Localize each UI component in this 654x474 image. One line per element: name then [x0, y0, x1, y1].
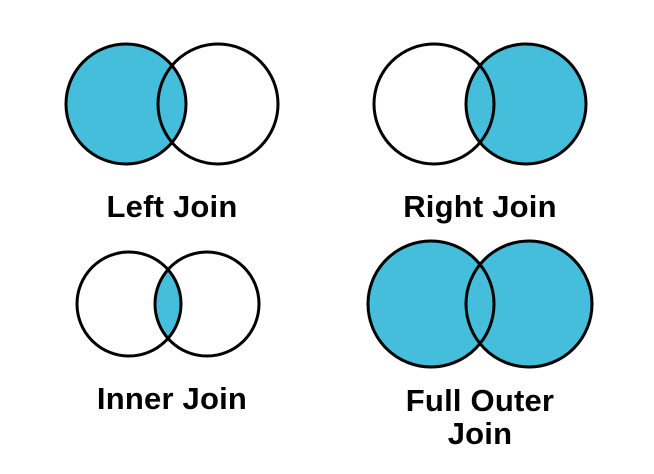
- left-circle-outline: [64, 42, 188, 166]
- diagram-inner-join: Inner Join: [22, 240, 322, 415]
- right-circle-outline: [156, 42, 280, 166]
- left-circle-fill: [368, 241, 494, 367]
- right-circle-fill: [158, 44, 278, 164]
- venn-right-join-svg: [372, 42, 588, 166]
- left-circle-fill: [77, 252, 181, 356]
- left-circle-fill: [66, 44, 186, 164]
- right-circle-fill: [466, 241, 592, 367]
- diagram-left-join: Left Join: [22, 30, 322, 223]
- right-circle-fill: [466, 44, 586, 164]
- left-circle-outline: [75, 250, 183, 358]
- venn-inner-join: [67, 240, 277, 368]
- venn-inner-join-svg: [75, 250, 261, 358]
- left-circle-fill: [374, 44, 494, 164]
- right-circle-outline: [153, 250, 261, 358]
- right-circle-outline: [464, 42, 588, 166]
- caption-left-join: Left Join: [106, 189, 238, 224]
- venn-full-outer-join: [365, 238, 595, 370]
- venn-full-outer-join-svg: [366, 239, 594, 369]
- right-circle-fill: [155, 252, 259, 356]
- left-circle-outline: [372, 42, 496, 166]
- caption-full-outer-join: Full Outer Join: [405, 383, 555, 452]
- right-circle-outline: [464, 239, 594, 369]
- venn-left-join: [57, 30, 287, 178]
- venn-right-join: [365, 30, 595, 178]
- left-circle-outline: [366, 239, 496, 369]
- caption-right-join: Right Join: [403, 189, 557, 224]
- venn-left-join-svg: [64, 42, 280, 166]
- caption-inner-join: Inner Join: [96, 381, 248, 416]
- diagram-right-join: Right Join: [330, 30, 630, 223]
- diagram-full-outer-join: Full Outer Join: [330, 238, 630, 451]
